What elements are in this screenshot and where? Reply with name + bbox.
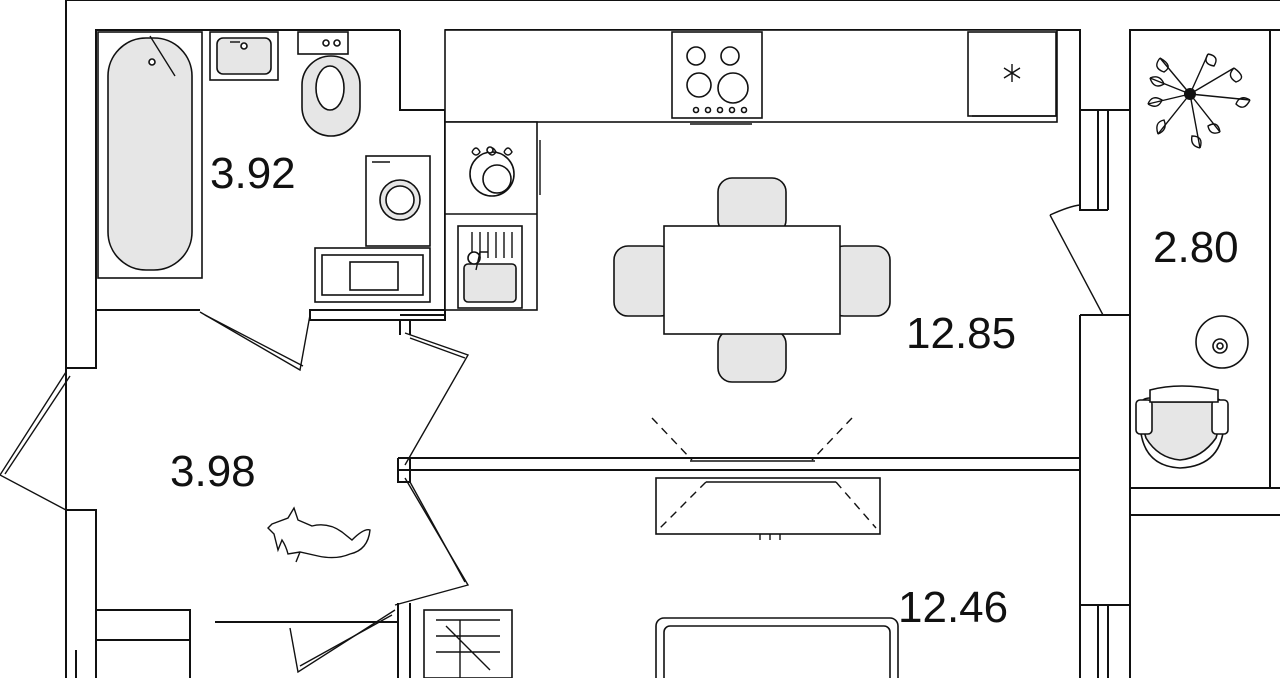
washing-machine (365, 155, 431, 247)
room-area-living-room: 12.46 (898, 583, 1008, 632)
drain-icon (1195, 315, 1249, 369)
chair-icon (1135, 385, 1229, 469)
bed (655, 617, 899, 678)
stove (671, 31, 763, 125)
water-filter (469, 146, 515, 197)
bathroom-sink (209, 31, 279, 81)
tv-stand (651, 417, 881, 540)
bathtub (97, 31, 203, 279)
room-area-hallway: 3.98 (170, 447, 256, 496)
doors (0, 204, 1104, 674)
cat-icon (267, 506, 371, 563)
fridge (967, 31, 1057, 117)
bathroom-cabinet (314, 247, 431, 303)
plant-icon (1147, 53, 1251, 149)
kitchen-sink (457, 225, 523, 309)
walls (65, 0, 1280, 678)
toilet (297, 31, 361, 137)
shoe-rack (423, 609, 513, 678)
room-area-bathroom: 3.92 (210, 149, 296, 198)
dining-table (613, 177, 891, 383)
room-area-kitchen: 12.85 (906, 309, 1016, 358)
room-area-balcony: 2.80 (1153, 223, 1239, 272)
